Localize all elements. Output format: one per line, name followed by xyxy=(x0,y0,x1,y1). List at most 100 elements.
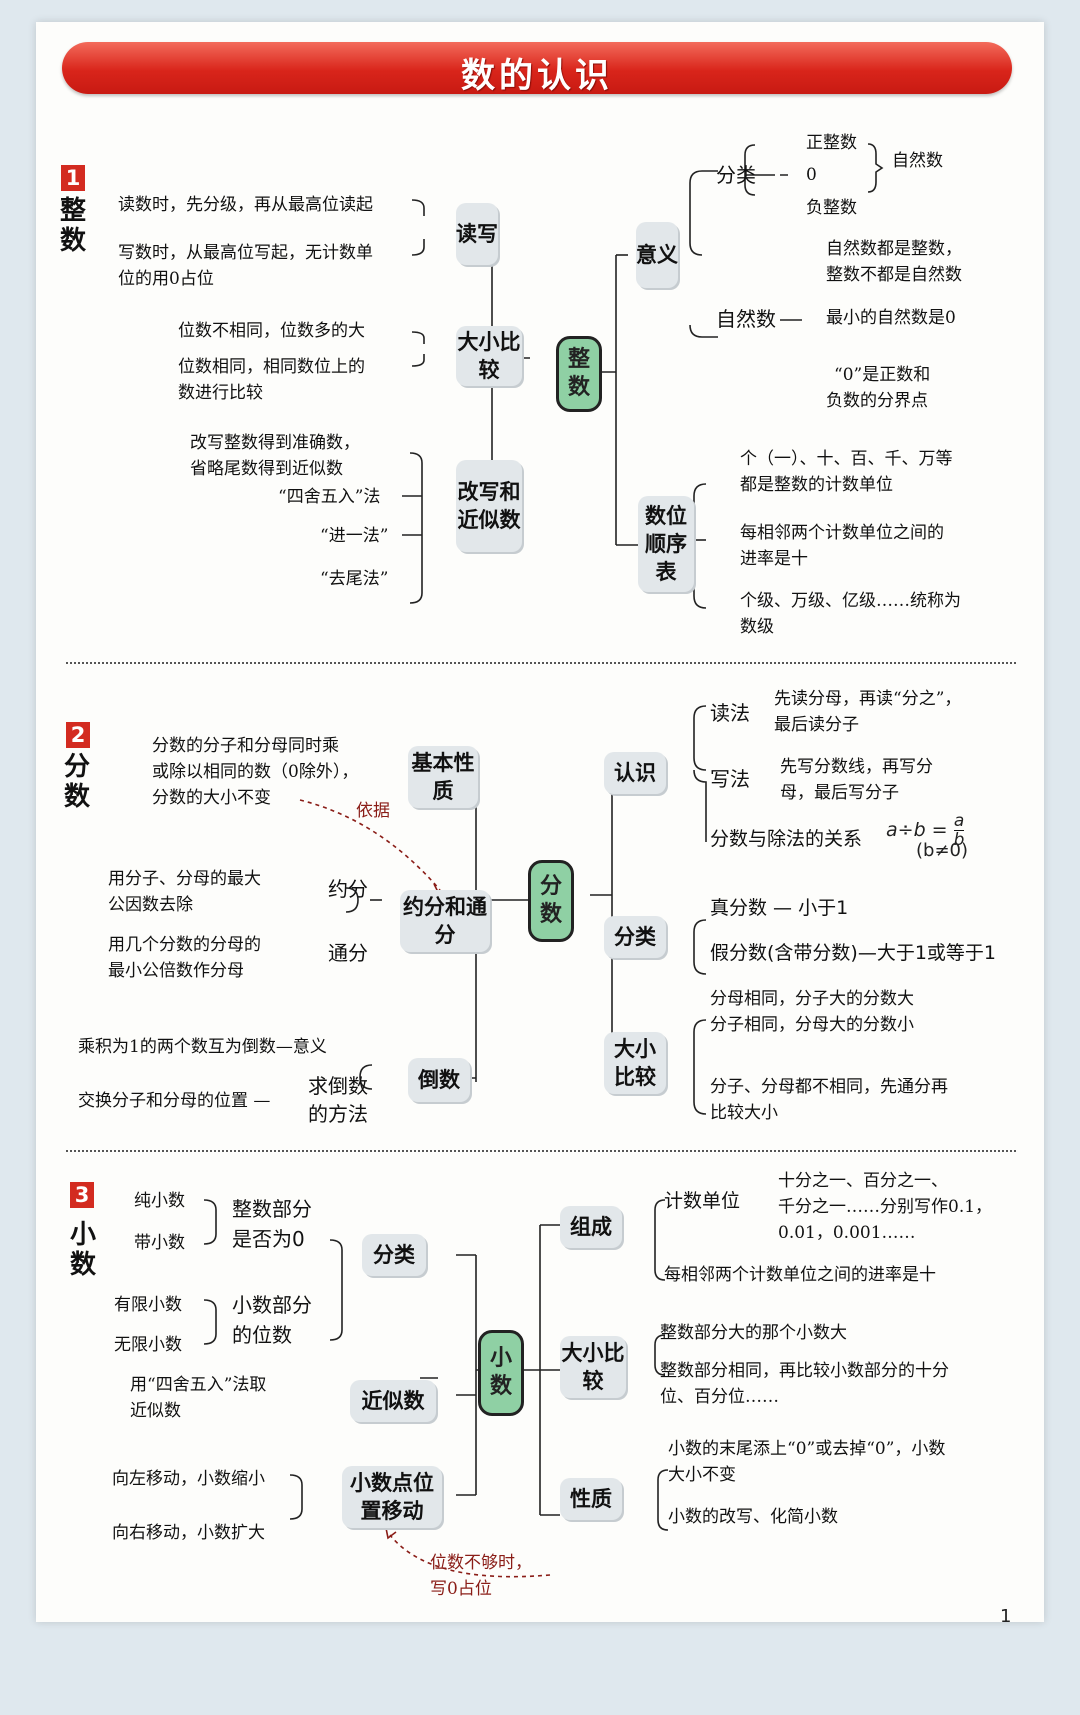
place-fact-2-cont: 进率是十 xyxy=(740,549,808,569)
decimal-property-1: 小数的末尾添上“0”或去掉“0”，小数 xyxy=(668,1439,946,1459)
section-divider xyxy=(66,662,1016,664)
proper-fraction: 真分数 — 小于1 xyxy=(710,897,849,919)
place-fact-1: 个（一）、十、百、千、万等 xyxy=(740,449,953,469)
place-fact-2: 每相邻两个计数单位之间的 xyxy=(740,523,944,543)
reduce-common-box: 约分和通分 xyxy=(400,890,490,952)
decimal-property-2: 小数的改写、化简小数 xyxy=(668,1507,838,1527)
infinite-decimal: 无限小数 xyxy=(114,1335,182,1355)
fraction-compare-1: 分母相同，分子大的分数大 xyxy=(710,989,914,1009)
size-compare-box: 大小比较 xyxy=(456,326,522,386)
classify-basis-decimal-places: 小数部分的位数 xyxy=(232,1293,312,1347)
basis-arrow-label: 依据 xyxy=(356,801,390,821)
fraction-division-relation-label: 分数与除法的关系 xyxy=(710,828,863,850)
fraction-compare-3-cont: 比较大小 xyxy=(710,1103,778,1123)
compare-rule-1: 位数不相同，位数多的大 xyxy=(178,321,365,341)
decimal-rate-rule: 每相邻两个计数单位之间的进率是十 xyxy=(664,1265,936,1285)
read-method-2: 最后读分子 xyxy=(774,715,859,735)
natural-fact-1: 自然数都是整数， xyxy=(826,239,962,259)
classify-basis-integer-part: 整数部分是否为0 xyxy=(232,1197,312,1251)
reduce-rule-1: 用分子、分母的最大 xyxy=(108,869,261,889)
decimal-property-1-cont: 大小不变 xyxy=(668,1465,736,1485)
write-method-2: 母，最后写分子 xyxy=(780,783,899,803)
counting-unit-1: 十分之一、百分之一、 xyxy=(778,1171,948,1191)
rounding-text-2: 省略尾数得到近似数 xyxy=(190,459,343,479)
pure-decimal: 纯小数 xyxy=(134,1191,185,1211)
decimal-compare-1: 整数部分大的那个小数大 xyxy=(660,1323,847,1343)
zero-item: 0 xyxy=(806,165,817,185)
decimal-hub: 小数 xyxy=(478,1330,524,1416)
move-right-rule: 向右移动，小数扩大 xyxy=(112,1523,265,1543)
padding-zero-note-2: 写0占位 xyxy=(430,1579,492,1599)
basic-property-text-2: 或除以相同的数（0除外）， xyxy=(152,762,359,782)
natural-number-label: 自然数 xyxy=(716,307,776,331)
compare-rule-2: 位数相同，相同数位上的 xyxy=(178,357,365,377)
write-method-1: 先写分数线，再写分 xyxy=(780,757,933,777)
section-divider xyxy=(66,1150,1016,1152)
natural-fact-4-cont: 负数的分界点 xyxy=(826,391,928,411)
decimal-point-move-box: 小数点位置移动 xyxy=(342,1466,442,1528)
page-title: 数的认识 xyxy=(461,56,613,96)
decimal-compare-2: 整数部分相同，再比较小数部分的十分 xyxy=(660,1361,949,1381)
approx-rule-1: 用“四舍五入”法取 xyxy=(130,1375,267,1395)
fraction-compare-box: 大小比较 xyxy=(604,1032,666,1094)
counting-unit-2: 千分之一……分别写作0.1， xyxy=(778,1197,993,1217)
finite-decimal: 有限小数 xyxy=(114,1295,182,1315)
read-method-1: 先读分母，再读“分之”， xyxy=(774,689,962,709)
natural-fact-4: “0”是正数和 xyxy=(834,365,931,385)
reduce-label: 约分 xyxy=(328,877,368,901)
page-number: 1 xyxy=(1000,1606,1012,1627)
read-rule-text: 读数时，先分级，再从最高位读起 xyxy=(118,195,373,215)
fraction-compare-2: 分子相同，分母大的分数小 xyxy=(710,1015,914,1035)
reciprocal-method-label: 求倒数的方法 xyxy=(308,1074,368,1126)
write-rule-text-cont: 位的用0占位 xyxy=(118,269,214,289)
fraction-hub: 分数 xyxy=(528,860,574,942)
padding-zero-note-1: 位数不够时， xyxy=(430,1553,532,1573)
section-number-badge: 2 xyxy=(66,722,90,748)
reciprocal-box: 倒数 xyxy=(408,1058,470,1102)
place-fact-3: 个级、万级、亿级……统称为 xyxy=(740,591,961,611)
fraction-classify-box: 分类 xyxy=(604,916,666,958)
negative-integer: 负整数 xyxy=(806,198,857,218)
integer-hub: 整数 xyxy=(556,336,602,412)
reciprocal-method-text: 交换分子和分母的位置 — xyxy=(78,1091,271,1111)
formula-denominator: b xyxy=(953,830,965,850)
fraction-compare-3: 分子、分母都不相同，先通分再 xyxy=(710,1077,948,1097)
natural-fact-2: 整数不都是自然数 xyxy=(826,265,962,285)
decimal-compare-box: 大小比较 xyxy=(560,1336,626,1398)
mixed-decimal: 带小数 xyxy=(134,1233,185,1253)
formula-condition: (b≠0) xyxy=(916,840,969,861)
positive-integer: 正整数 xyxy=(806,133,857,153)
approx-rule-2: 近似数 xyxy=(130,1401,181,1421)
place-fact-1-cont: 都是整数的计数单位 xyxy=(740,475,893,495)
place-fact-3-cont: 数级 xyxy=(740,617,774,637)
classify-label: 分类 xyxy=(716,163,756,187)
know-box: 认识 xyxy=(604,752,666,794)
compare-rule-2-cont: 数进行比较 xyxy=(178,383,263,403)
meaning-box: 意义 xyxy=(636,222,678,288)
read-method-label: 读法 xyxy=(710,701,750,725)
approx-number-box: 近似数 xyxy=(350,1380,436,1422)
counting-unit-3: 0.01，0.001…… xyxy=(778,1223,916,1243)
reciprocal-meaning: 乘积为1的两个数互为倒数—意义 xyxy=(78,1037,327,1057)
read-write-box: 读写 xyxy=(456,203,498,265)
formula-left: a÷b = xyxy=(886,819,948,841)
basic-property-text-3: 分数的大小不变 xyxy=(152,788,271,808)
section-title: 分数 xyxy=(63,752,90,812)
natural-fact-3: 最小的自然数是0 xyxy=(826,308,956,328)
common-denominator-rule-1: 用几个分数的分母的 xyxy=(108,935,261,955)
rounding-text-1: 改写整数得到准确数， xyxy=(190,433,360,453)
common-denominator-rule-2: 最小公倍数作分母 xyxy=(108,961,244,981)
round-half-up-method: “四舍五入”法 xyxy=(278,487,381,507)
write-rule-text: 写数时，从最高位写起，无计数单 xyxy=(118,243,373,263)
basic-property-text-1: 分数的分子和分母同时乘 xyxy=(152,736,339,756)
decimal-compare-2-cont: 位、百分位…… xyxy=(660,1387,779,1407)
section-number-badge: 1 xyxy=(61,165,85,191)
improper-fraction: 假分数(含带分数)—大于1或等于1 xyxy=(710,942,997,964)
write-method-label: 写法 xyxy=(710,767,750,791)
section-title: 小数 xyxy=(69,1220,96,1280)
natural-number-brace-label: 自然数 xyxy=(892,151,943,171)
round-down-method: “去尾法” xyxy=(320,569,389,589)
decimal-property-box: 性质 xyxy=(560,1478,622,1520)
